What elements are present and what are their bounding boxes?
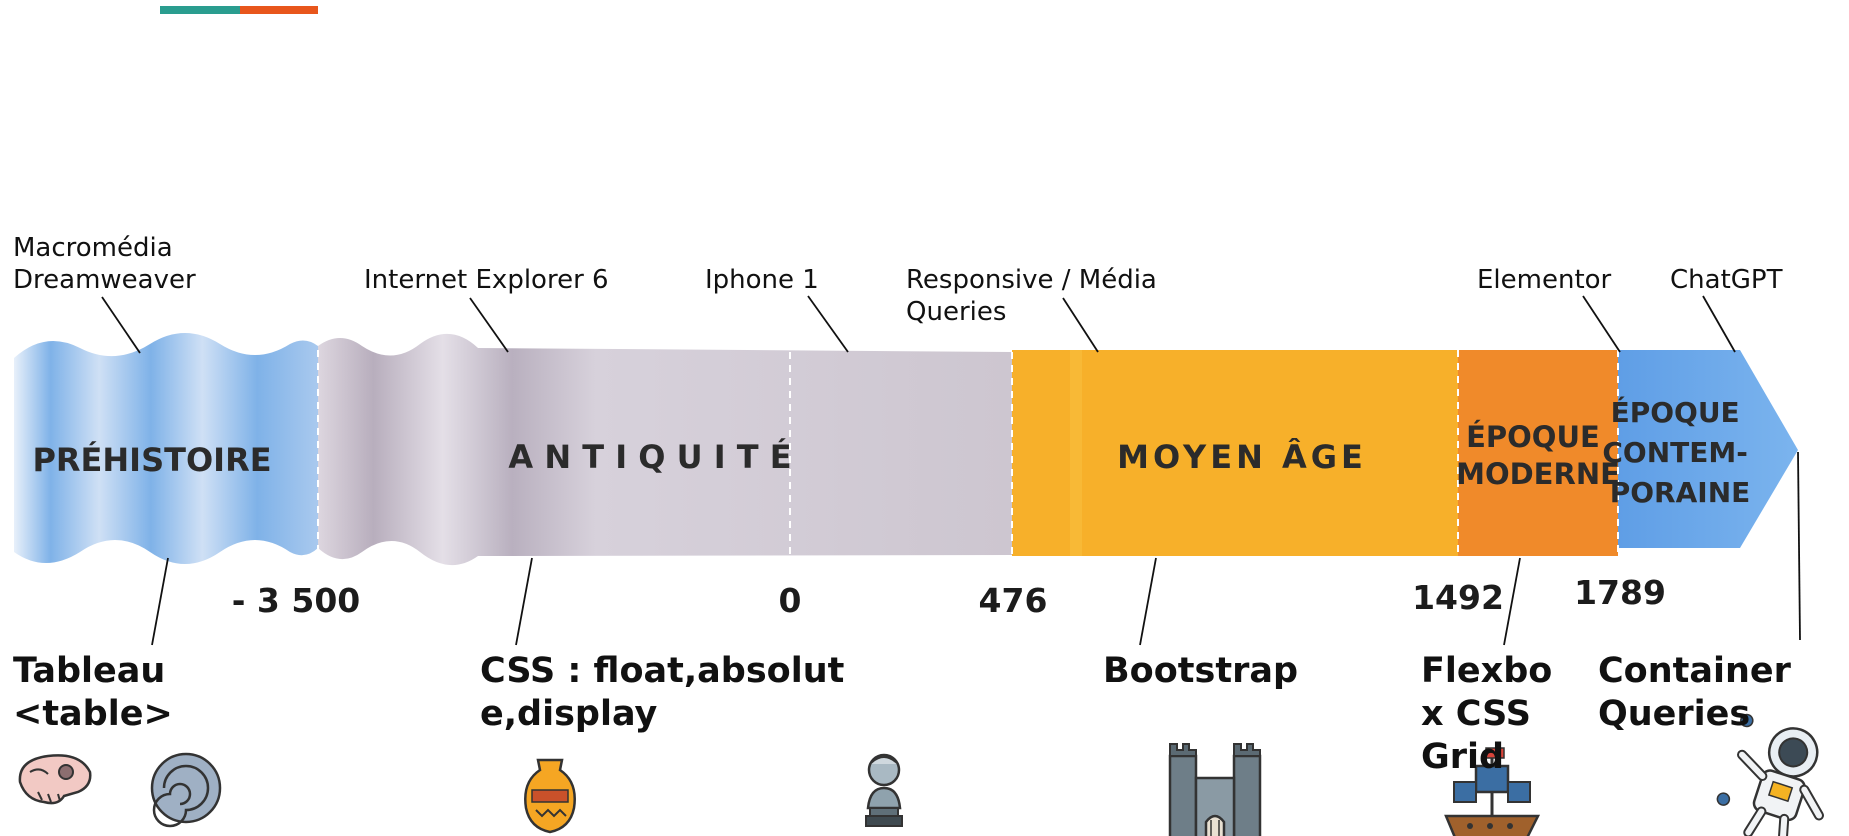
era-band-moyen-age: [1012, 350, 1458, 556]
galleon-ship-icon: [1444, 747, 1541, 836]
top-label-elementor: Elementor: [1477, 265, 1612, 295]
bottom-label-css-float: CSS : float,absolute,display: [480, 651, 845, 734]
ammonite-fossil-icon: [150, 752, 222, 828]
leader-elementor: [1582, 295, 1621, 353]
date-label-476: 476: [979, 581, 1048, 620]
date-label-0: 0: [779, 581, 802, 620]
era-band-antiquite: [318, 333, 1012, 566]
greek-bust-icon: [865, 753, 903, 827]
bottom-label-bootstrap: Bootstrap: [1103, 651, 1298, 691]
date-label-1492: 1492: [1412, 578, 1504, 617]
bottom-label-container-queries: Container Queries: [1598, 651, 1791, 734]
leader-flexbox: [1503, 557, 1521, 646]
era-label-antiquite: A N T I Q U I T É: [508, 438, 791, 476]
leader-internet-explorer: [469, 297, 509, 353]
era-band-moderne: [1458, 350, 1618, 556]
leader-tableau: [151, 557, 169, 646]
leader-container-queries: [1797, 451, 1801, 641]
top-label-internet-explorer: Internet Explorer 6: [364, 265, 609, 295]
accent-bar-teal: [160, 6, 240, 14]
dinosaur-skull-icon: [18, 754, 92, 805]
top-label-iphone: Iphone 1: [705, 265, 819, 295]
bottom-label-flexbox: Flexbox CSS Grid: [1421, 651, 1553, 777]
leader-css-float: [515, 557, 533, 646]
castle-icon: [1168, 743, 1262, 836]
astronaut-icon: [1716, 713, 1824, 836]
top-label-dreamweaver: Macromédia Dreamweaver: [13, 233, 196, 295]
leader-dreamweaver: [101, 296, 141, 354]
accent-bar-orange: [240, 6, 318, 14]
era-band-prehistoire: [14, 333, 318, 564]
date-label-1789: 1789: [1574, 573, 1666, 612]
top-label-chatgpt: ChatGPT: [1670, 265, 1783, 295]
leader-responsive: [1062, 297, 1099, 353]
era-label-contemporaine: ÉPOQUE CONTEM- PORAINE: [1602, 395, 1757, 509]
greek-amphora-icon: [524, 758, 576, 834]
era-band-contemporaine: [1618, 350, 1798, 548]
leader-bootstrap: [1139, 557, 1157, 646]
leader-iphone: [807, 295, 849, 353]
era-label-moyen-age: MOYEN ÂGE: [1117, 438, 1367, 476]
date-label-minus-3500: - 3 500: [232, 581, 361, 620]
era-label-prehistoire: PRÉHISTOIRE: [32, 441, 271, 479]
bottom-label-tableau: Tableau <table>: [13, 651, 173, 734]
era-label-moderne: ÉPOQUE MODERNE: [1456, 420, 1620, 491]
top-label-responsive: Responsive / Média Queries: [906, 265, 1157, 327]
leader-chatgpt: [1702, 295, 1736, 353]
